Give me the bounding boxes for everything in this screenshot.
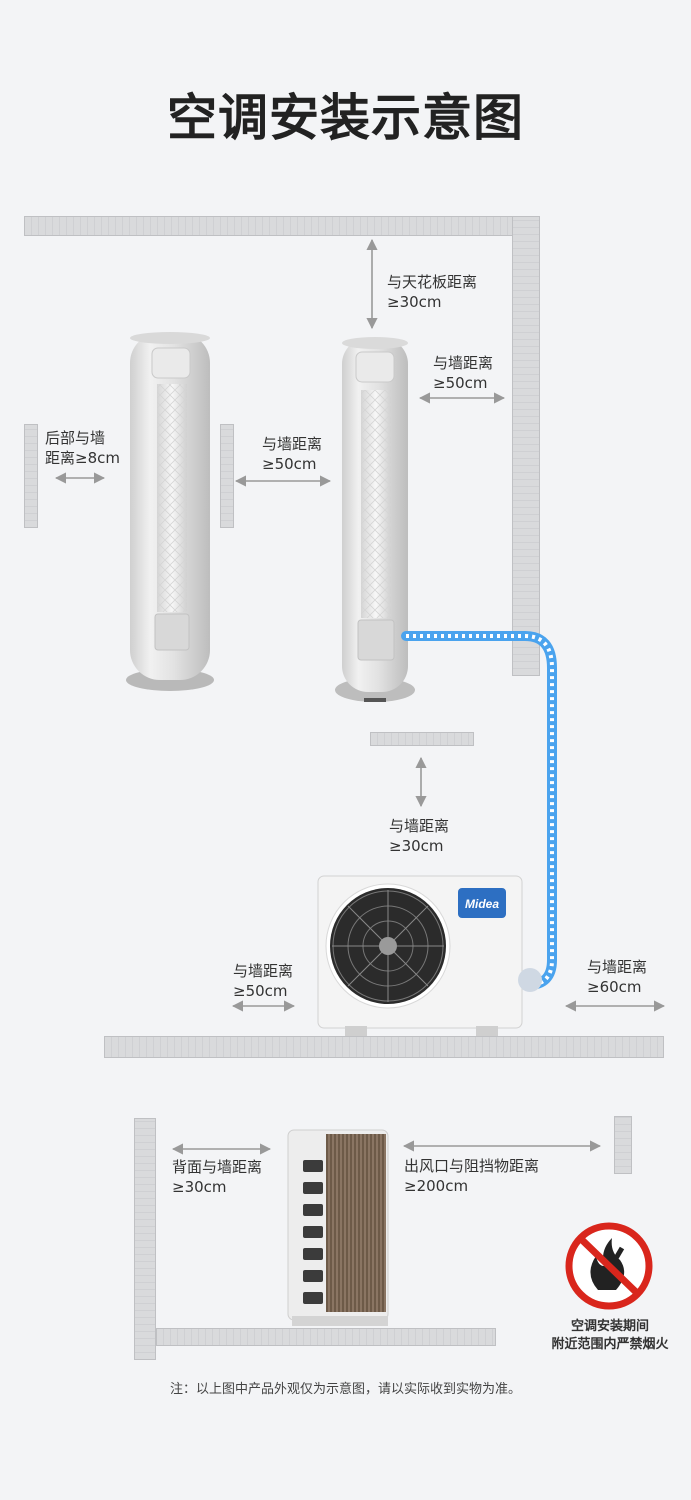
midea-logo: Midea — [465, 897, 499, 911]
label-outdoor-left: 与墙距离≥50cm — [233, 962, 294, 1000]
back-wall-small — [24, 424, 38, 528]
label-side-wall-right: 与墙距离≥50cm — [433, 354, 494, 392]
bottom-back-wall — [134, 1118, 156, 1360]
label-side-wall-left: 与墙距离≥50cm — [262, 435, 323, 473]
label-front-wall-distance: 与墙距离≥30cm — [389, 817, 450, 855]
label-back-wall-distance: 后部与墙距离≥8cm — [45, 429, 120, 467]
disclaimer-note: 注：以上图中产品外观仅为示意图，请以实际收到实物为准。 — [169, 1382, 521, 1397]
side-wall-small — [220, 424, 234, 528]
label-ceiling-distance: 与天花板距离≥30cm — [387, 273, 478, 311]
outdoor-unit-front: Midea — [317, 875, 542, 1036]
label-outdoor-outlet: 出风口与阻挡物距离≥200cm — [404, 1157, 540, 1195]
label-outdoor-right: 与墙距离≥60cm — [587, 958, 648, 996]
indoor-unit-right — [335, 337, 415, 702]
floor — [104, 1036, 664, 1058]
warning-text: 空调安装期间附近范围内严禁烟火 — [551, 1319, 669, 1352]
dimension-arrows — [54, 238, 666, 1155]
right-wall — [512, 216, 540, 676]
bottom-floor — [156, 1328, 496, 1346]
page-title: 空调安装示意图 — [167, 89, 524, 147]
label-outdoor-back: 背面与墙距离≥30cm — [172, 1158, 263, 1196]
indoor-unit-left — [126, 332, 214, 691]
outdoor-unit-back — [287, 1129, 389, 1326]
no-fire-icon — [565, 1222, 653, 1310]
obstacle-wall — [614, 1116, 632, 1174]
front-wall-small — [370, 732, 474, 746]
